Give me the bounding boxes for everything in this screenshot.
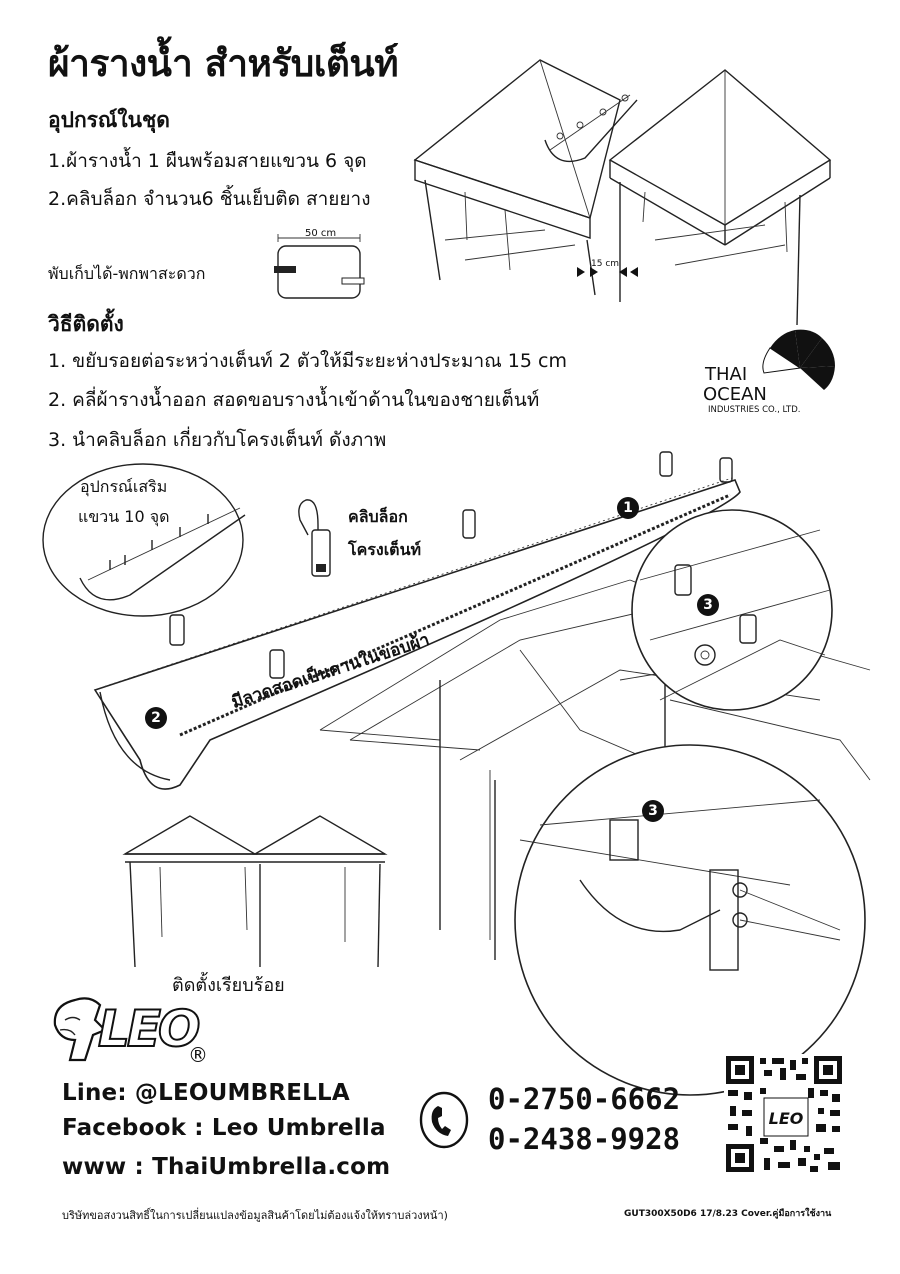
gap-label: 15 cm bbox=[591, 259, 620, 269]
accessory-circle bbox=[42, 463, 246, 617]
svg-text:LEO: LEO bbox=[769, 1109, 804, 1128]
two-tents-illustration bbox=[413, 59, 832, 326]
accessory-line-2: แขวน 10 จุด bbox=[78, 507, 170, 526]
step-badge-3a: 3 bbox=[697, 594, 719, 616]
contact-web[interactable]: www : ThaiUmbrella.com bbox=[62, 1154, 391, 1180]
contact-phone-2[interactable]: 0-2438-9928 bbox=[488, 1122, 681, 1156]
install-step-2: 2. คลี่ผ้ารางน้ำออก สอดขอบรางน้ำเข้าด้าน… bbox=[48, 389, 540, 411]
clip-lock-icon bbox=[298, 499, 331, 577]
folded-package-diagram bbox=[274, 234, 365, 299]
lion-logo-icon bbox=[53, 997, 107, 1062]
installed-tents-illustration bbox=[122, 815, 388, 968]
done-label: ติดตั้งเรียบร้อย bbox=[172, 975, 285, 996]
company-name-3: INDUSTRIES CO., LTD. bbox=[708, 405, 801, 415]
install-step-3: 3. นำคลิบล็อก เกี่ยวกับโครงเต็นท์ ดังภาพ bbox=[48, 429, 387, 451]
company-name-2: OCEAN bbox=[703, 384, 767, 405]
qr-code-icon[interactable]: LEO bbox=[724, 1054, 844, 1174]
fold-text: พับเก็บได้-พกพาสะดวก bbox=[48, 264, 206, 283]
fold-dimension: 50 cm bbox=[305, 228, 337, 239]
install-step-1: 1. ขยับรอยต่อระหว่างเต็นท์ 2 ตัวให้มีระย… bbox=[48, 350, 567, 372]
step-badge-2: 2 bbox=[145, 707, 167, 729]
company-name-1: THAI bbox=[705, 364, 748, 385]
gutter-main-illustration bbox=[93, 451, 871, 1096]
page-title: ผ้ารางน้ำ สำหรับเต็นท์ bbox=[48, 42, 399, 85]
contact-facebook: Facebook : Leo Umbrella bbox=[62, 1115, 386, 1141]
contact-phone-1[interactable]: 0-2750-6662 bbox=[488, 1082, 681, 1116]
contact-line: Line: @LEOUMBRELLA bbox=[62, 1080, 350, 1106]
brand-name: LEO bbox=[97, 999, 202, 1059]
clip-label-1: คลิบล็อก bbox=[348, 507, 408, 526]
accessory-line-1: อุปกรณ์เสริม bbox=[80, 477, 168, 496]
clip-label-2: โครงเต็นท์ bbox=[348, 540, 422, 559]
step-badge-3b: 3 bbox=[642, 800, 664, 822]
brand-registered: ® bbox=[188, 1043, 208, 1067]
phone-icon bbox=[419, 1091, 469, 1149]
footer-code: GUT300X50D6 17/8.23 Cover.คู่มือการใช้งา… bbox=[624, 1209, 832, 1219]
sunburst-logo-icon bbox=[762, 329, 835, 390]
kit-heading: อุปกรณ์ในชุด bbox=[48, 108, 170, 132]
kit-item-2: 2.คลิบล็อก จำนวน6 ชิ้นเย็บติด สายยาง bbox=[48, 188, 371, 210]
footer-disclaimer: บริษัทขอสงวนสิทธิ์ในการเปลี่ยนแปลงข้อมูล… bbox=[62, 1209, 448, 1222]
step-badge-1: 1 bbox=[617, 497, 639, 519]
kit-item-1: 1.ผ้ารางน้ำ 1 ผืนพร้อมสายแขวน 6 จุด bbox=[48, 150, 367, 172]
install-heading: วิธีติดตั้ง bbox=[48, 312, 124, 336]
